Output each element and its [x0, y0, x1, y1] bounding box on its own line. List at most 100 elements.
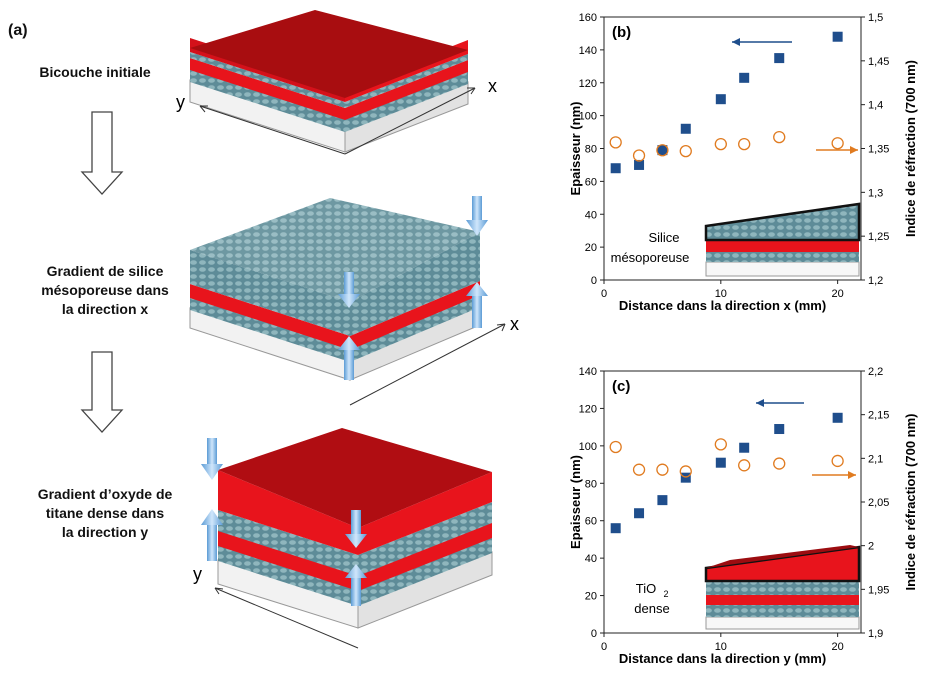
y2-tick-label: 1,9 [868, 628, 883, 640]
step-2-line-1: Gradient de silice [46, 263, 164, 279]
y2-tick-label: 1,45 [868, 56, 889, 68]
y2-tick-label: 2,15 [868, 410, 889, 422]
x-tick-label: 0 [601, 288, 607, 300]
index-point [679, 465, 692, 478]
thickness-point [715, 94, 726, 105]
panel-a-letter: (a) [8, 22, 28, 39]
index-point [679, 144, 692, 158]
y-axis-label: Epaisseur (nm) [568, 102, 583, 196]
thickness-point [610, 523, 621, 534]
index-point [831, 454, 844, 468]
thickness-point [657, 495, 668, 506]
step-2-label: Gradient de silice mésoporeuse dans la d… [20, 262, 190, 319]
y-tick-label: 40 [585, 553, 597, 565]
y-tick-label: 20 [585, 242, 597, 254]
index-point [738, 459, 751, 472]
inset-substrate [705, 616, 860, 630]
y2-tick-label: 1,4 [868, 100, 883, 112]
right-axis-arrowhead [850, 146, 858, 154]
index-point [831, 137, 844, 150]
axes-block-2: x [349, 314, 519, 406]
index-point [609, 136, 622, 149]
step-3-line-1: Gradient d’oxyde de [37, 486, 173, 502]
x-axis-label: Distance dans la direction y (mm) [619, 651, 826, 666]
y-axis-label: Epaisseur (nm) [568, 455, 583, 549]
process-arrow-2 [80, 351, 124, 433]
inset-porous-bottom [706, 605, 859, 617]
y-tick-label: 140 [579, 366, 597, 378]
step-3-line-3: la direction y [61, 524, 149, 540]
step-2-line-2: mésoporeuse dans [41, 282, 169, 298]
panel-letter: (b) [612, 24, 631, 41]
chart-b: 0204060801001201401601,21,251,31,351,41,… [568, 12, 918, 313]
bilayer-block-initial [189, 10, 469, 153]
y-tick-label: 120 [579, 403, 597, 415]
y-tick-label: 20 [585, 591, 597, 603]
index-point [609, 440, 622, 454]
svg-text:y: y [193, 564, 202, 584]
axes-block-3: y [193, 564, 359, 649]
panel-letter: (c) [612, 378, 630, 395]
y-tick-label: 60 [585, 176, 597, 188]
index-point [632, 463, 646, 476]
inset-tio2-top [706, 545, 859, 568]
thickness-point [715, 457, 726, 468]
svg-text:x: x [510, 314, 519, 334]
y2-tick-label: 1,3 [868, 187, 883, 199]
thickness-point [774, 53, 785, 64]
process-arrow-1 [80, 111, 124, 195]
y-tick-label: 0 [591, 628, 597, 640]
index-point [714, 438, 727, 451]
thickness-point [739, 442, 750, 453]
thickness-point [634, 508, 645, 519]
y2-tick-label: 1,95 [868, 584, 889, 596]
y-tick-label: 140 [579, 45, 597, 57]
block-titania-gradient [217, 428, 493, 629]
x-tick-label: 20 [832, 641, 844, 653]
schematic-illustration: y x x [80, 10, 519, 649]
index-point [656, 463, 669, 476]
left-axis-arrowhead [756, 399, 764, 407]
thickness-point [832, 412, 843, 423]
index-point [714, 137, 727, 151]
thickness-point [680, 123, 691, 134]
axes-block-1: y x [176, 76, 497, 155]
x-tick-label: 20 [832, 288, 844, 300]
thickness-point [634, 159, 645, 170]
thickness-point [657, 145, 668, 156]
index-point [656, 144, 669, 157]
left-axis-arrowhead [732, 38, 740, 46]
y2-tick-label: 1,35 [868, 144, 889, 156]
index-point [773, 457, 786, 470]
step-3-label: Gradient d’oxyde de titane dense dans la… [20, 485, 190, 542]
chart-c: 0204060801001201401,91,9522,052,12,152,2… [568, 366, 918, 666]
y2-tick-label: 2,1 [868, 453, 883, 465]
inset-red-thin [706, 595, 859, 605]
inset-label-dense: dense [634, 601, 669, 616]
step-2-line-3: la direction x [61, 301, 149, 317]
thickness-point [739, 72, 750, 83]
index-point [632, 149, 646, 162]
x-tick-label: 0 [601, 641, 607, 653]
y-tick-label: 160 [579, 12, 597, 24]
thickness-arrows-x [338, 196, 488, 380]
block-silica-gradient [189, 198, 481, 381]
svg-text:x: x [488, 76, 497, 96]
y-tick-label: 100 [579, 441, 597, 453]
inset-label-line-1: Silice [648, 230, 679, 245]
right-axis-arrowhead [848, 471, 856, 479]
thickness-point [610, 163, 621, 174]
inset-silica-wedge [704, 202, 861, 242]
step-3-line-2: titane dense dans [45, 505, 165, 521]
y2-tick-label: 2,05 [868, 497, 889, 509]
step-1-label: Bicouche initiale [39, 64, 151, 80]
inset-label-tio2: TiO [636, 581, 656, 596]
thickness-point [774, 424, 785, 435]
inset-substrate [705, 261, 860, 277]
inset-label-line-2: mésoporeuse [611, 250, 690, 265]
y2-tick-label: 1,25 [868, 231, 889, 243]
y2-tick-label: 2,2 [868, 366, 883, 378]
y2-tick-label: 1,2 [868, 275, 883, 287]
thickness-arrows-y [201, 438, 367, 606]
y2-tick-label: 2 [868, 541, 874, 553]
